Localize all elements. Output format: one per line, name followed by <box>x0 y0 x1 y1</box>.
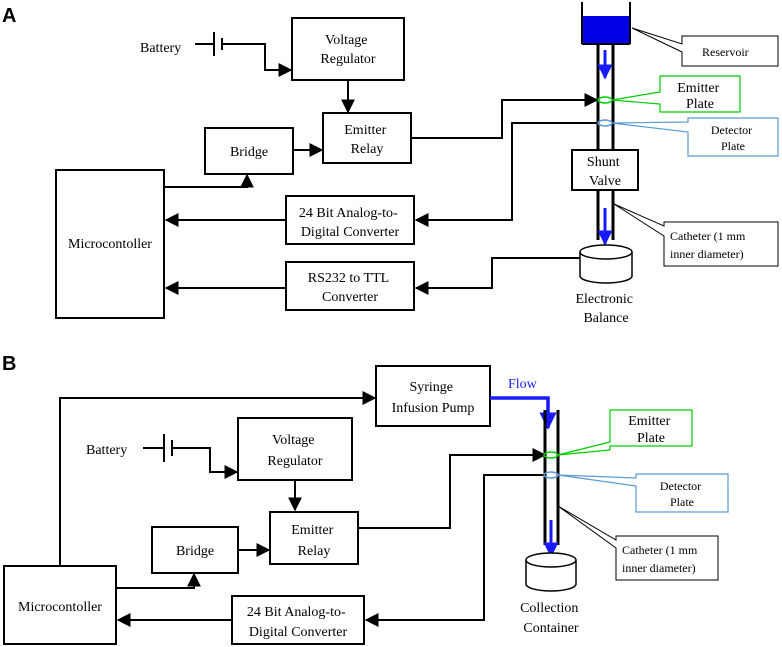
bridge-label-b: Bridge <box>176 544 214 559</box>
svg-text:Catheter (1 mm inner d: Catheter (1 mm inner diameter) <box>670 229 748 261</box>
flow-arrow-top-b <box>490 396 557 430</box>
svg-text:Emitter Plate: Emitter Plate <box>628 414 674 446</box>
collection-container-b <box>525 552 577 592</box>
panel-a: A Battery Voltage Regulator Emitter Rela… <box>2 2 779 326</box>
syringe-pump-label-b: Syringe Infusion Pump <box>392 380 475 416</box>
svg-text:Detector Plate: Detector Plate <box>660 479 704 509</box>
voltage-regulator-label-a: Voltage Regulator <box>320 33 376 67</box>
voltage-regulator-box-a <box>291 17 405 81</box>
adc-box-b <box>231 595 365 645</box>
detector-plate-callout-a: Detector Plate <box>611 117 779 157</box>
voltage-regulator-box-b <box>237 417 353 481</box>
battery-icon-a <box>195 32 293 77</box>
flow-label-b: Flow <box>508 377 538 392</box>
detector-plate-callout-b: Detector Plate <box>557 473 729 513</box>
emitter-plate-callout-b: Emitter Plate <box>557 409 693 456</box>
svg-text:Reservoir: Reservoir <box>702 45 749 59</box>
arrow-micro-to-bridge-b <box>116 572 201 589</box>
panel-b: B Syringe Infusion Pump Flow Battery Vol… <box>2 353 729 645</box>
bridge-label-a: Bridge <box>230 145 268 160</box>
emitter-relay-box-b <box>269 511 359 565</box>
emitter-plate-callout-a: Emitter Plate <box>611 75 741 113</box>
panel-b-label: B <box>2 353 16 375</box>
svg-text:Catheter (1 mm inner d: Catheter (1 mm inner diameter) <box>622 543 700 575</box>
emitter-plate-ring-a <box>597 96 613 104</box>
detector-plate-ring-a <box>597 119 613 127</box>
adc-label-a: 24 Bit Analog-to- Digital Converter <box>299 206 401 240</box>
panel-a-label: A <box>2 5 16 27</box>
microcontroller-box-b <box>3 565 117 645</box>
shunt-valve-label-a: Shunt Valve <box>587 155 623 189</box>
catheter-callout-b: Catheter (1 mm inner diameter) <box>557 505 719 581</box>
emitter-relay-box-a <box>322 112 412 164</box>
svg-text:Emitter Plate: Emitter Plate <box>677 81 723 112</box>
electronic-balance-label-a: Electronic Balance <box>575 292 636 326</box>
catheter-callout-a: Catheter (1 mm inner diameter) <box>613 203 779 267</box>
electronic-balance-a <box>579 244 633 284</box>
microcontroller-box-a <box>55 169 165 319</box>
wire-micro-to-pump-b <box>59 391 377 566</box>
shunt-valve-box-a <box>571 149 639 191</box>
wire-relay-to-emitter-a <box>411 93 599 139</box>
syringe-pump-box-b <box>375 365 491 427</box>
adc-label-b: 24 Bit Analog-to- Digital Converter <box>247 605 349 640</box>
wire-balance-to-rs232-a <box>414 257 580 295</box>
microcontroller-label-a: Microcontoller <box>68 237 152 252</box>
rs232-label-a: RS232 to TTL Converter <box>308 271 392 305</box>
battery-icon-b <box>143 434 239 479</box>
battery-label-b: Battery <box>86 443 127 458</box>
battery-label-a: Battery <box>140 41 181 56</box>
wire-relay-to-emitter-b <box>358 448 547 529</box>
emitter-relay-label-a: Emitter Relay <box>344 123 390 157</box>
svg-text:Detector Plate: Detector Plate <box>711 123 755 153</box>
rs232-box-a <box>285 261 415 311</box>
reservoir-a <box>581 2 631 45</box>
reservoir-callout-a: Reservoir <box>631 27 779 67</box>
microcontroller-label-b: Microcontoller <box>18 600 102 615</box>
voltage-regulator-label-b: Voltage Regulator <box>267 433 323 469</box>
collection-container-label-b: Collection Container <box>520 601 582 636</box>
arrow-micro-to-bridge-a <box>164 173 254 188</box>
bridge-box-b <box>151 526 239 574</box>
wire-detector-to-adc-a <box>414 122 597 227</box>
emitter-relay-label-b: Emitter Relay <box>291 523 337 559</box>
wire-detector-to-adc-b <box>364 474 545 627</box>
